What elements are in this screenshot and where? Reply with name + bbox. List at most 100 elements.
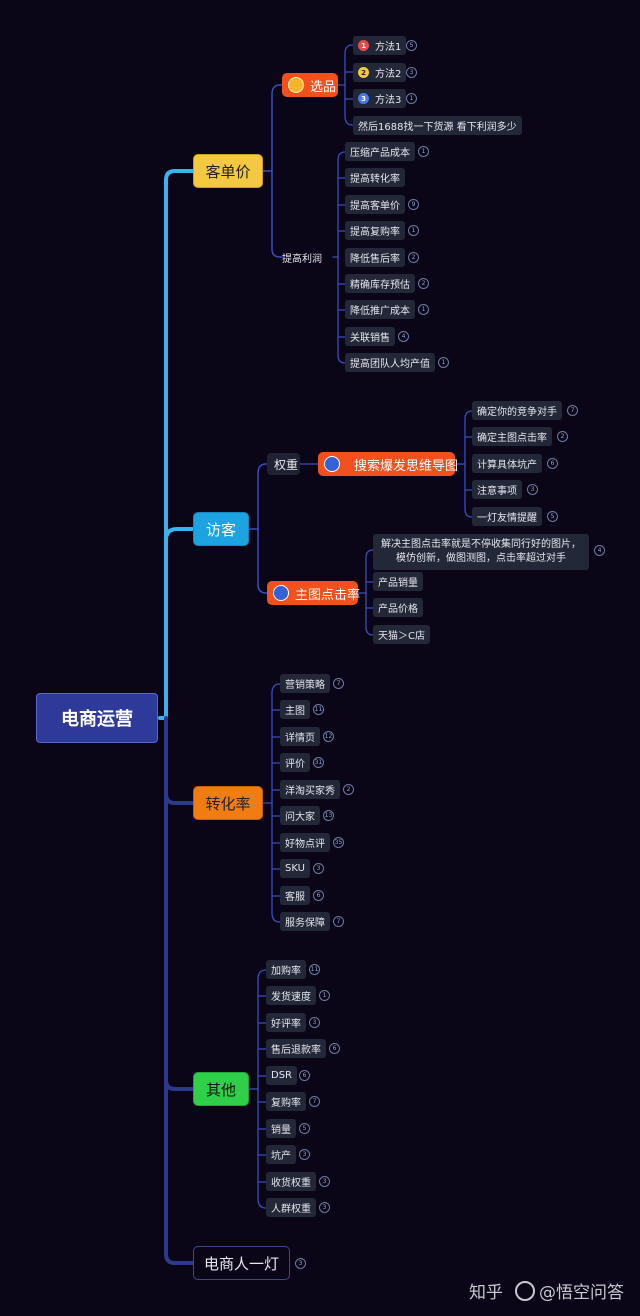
leaf-other-item[interactable]: 发货速度 — [266, 986, 316, 1005]
node-weight[interactable]: 权重 — [267, 453, 300, 475]
watermark: 知乎 @悟空问答 — [469, 1278, 624, 1303]
branch-author[interactable]: 电商人一灯 — [193, 1246, 290, 1280]
leaf-profit-item[interactable]: 降低售后率 — [345, 248, 405, 267]
leaf-other-item[interactable]: 坑产 — [266, 1145, 296, 1164]
expand-count-badge[interactable]: 1 — [319, 990, 330, 1001]
expand-count-badge[interactable]: 12 — [323, 731, 334, 742]
leaf-profit-item[interactable]: 降低推广成本 — [345, 300, 415, 319]
leaf-other-item[interactable]: 销量 — [266, 1119, 296, 1138]
leaf-conversion-item[interactable]: 问大家 — [280, 806, 320, 825]
leaf-ctr-item[interactable]: 产品价格 — [373, 598, 423, 617]
leaf-profit-item[interactable]: 压缩产品成本 — [345, 142, 415, 161]
leaf-mindmap-item[interactable]: 计算具体坑产 — [472, 454, 542, 473]
expand-count-badge[interactable]: 4 — [398, 331, 409, 342]
expand-count-badge[interactable]: 2 — [557, 431, 568, 442]
expand-count-badge[interactable]: 7 — [333, 916, 344, 927]
branch-other[interactable]: 其他 — [193, 1072, 249, 1106]
node-product-selection[interactable]: 选品 — [282, 73, 338, 97]
leaf-conversion-item[interactable]: 详情页 — [280, 727, 320, 746]
leaf-profit-item[interactable]: 提高复购率 — [345, 221, 405, 240]
expand-count-badge[interactable]: 1 — [408, 225, 419, 236]
leaf-conversion-item[interactable]: 营销策略 — [280, 674, 330, 693]
expand-count-badge[interactable]: 7 — [567, 405, 578, 416]
leaf-conversion-item[interactable]: 客服 — [280, 886, 310, 905]
leaf-other-item[interactable]: 加购率 — [266, 960, 306, 979]
expand-count-badge[interactable]: 9 — [408, 199, 419, 210]
branch-average-order-value[interactable]: 客单价 — [193, 154, 263, 188]
expand-count-badge[interactable]: 11 — [309, 964, 320, 975]
expand-count-badge[interactable]: 6 — [313, 890, 324, 901]
expand-count-badge[interactable]: 5 — [406, 40, 417, 51]
leaf-ctr-tip[interactable]: 解决主图点击率就是不停收集同行好的图片，模仿创新，做图测图，点击率超过对手 — [373, 534, 589, 570]
node-raise-profit[interactable]: 提高利润 — [282, 254, 322, 265]
leaf-sourcing-note[interactable]: 然后1688找一下货源 看下利润多少 — [353, 116, 522, 135]
leaf-method-1[interactable]: 1 方法1 — [353, 36, 407, 55]
expand-count-badge[interactable]: 3 — [299, 1149, 310, 1160]
leaf-other-item[interactable]: DSR — [266, 1066, 297, 1085]
trunk-connector-conversion — [164, 792, 195, 805]
expand-count-badge[interactable]: 3 — [406, 67, 417, 78]
expand-count-badge[interactable]: 6 — [329, 1043, 340, 1054]
leaf-profit-item[interactable]: 提高团队人均产值 — [345, 353, 435, 372]
leaf-mindmap-item[interactable]: 注意事项 — [472, 480, 522, 499]
watermark-site: 知乎 — [469, 1283, 503, 1303]
root-node[interactable]: 电商运营 — [36, 693, 158, 743]
expand-count-badge[interactable]: 3 — [319, 1202, 330, 1213]
leaf-conversion-item[interactable]: 评价 — [280, 753, 310, 772]
expand-count-badge[interactable]: 5 — [547, 511, 558, 522]
node-label: 搜索爆发思维导图 — [354, 458, 459, 474]
node-main-image-ctr[interactable]: 主图点击率 — [267, 581, 360, 605]
node-search-mindmap[interactable]: 搜索爆发思维导图 — [318, 452, 459, 476]
expand-count-badge[interactable]: 7 — [309, 1096, 320, 1107]
expand-count-badge[interactable]: 2 — [343, 784, 354, 795]
expand-count-badge[interactable]: 3 — [309, 1017, 320, 1028]
expand-count-badge[interactable]: 4 — [594, 545, 605, 556]
leaf-conversion-item[interactable]: 洋淘买家秀 — [280, 780, 340, 799]
leaf-other-item[interactable]: 复购率 — [266, 1092, 306, 1111]
leaf-ctr-item[interactable]: 产品销量 — [373, 572, 423, 591]
watermark-brand: @悟空问答 — [539, 1283, 624, 1303]
leaf-conversion-item[interactable]: 主图 — [280, 700, 310, 719]
leaf-conversion-item[interactable]: SKU — [280, 859, 310, 878]
expand-count-badge[interactable]: 3 — [295, 1258, 306, 1269]
leaf-mindmap-item[interactable]: 确定主图点击率 — [472, 427, 552, 446]
expand-count-badge[interactable]: 6 — [299, 1070, 310, 1081]
leaf-mindmap-item[interactable]: 一灯友情提醒 — [472, 507, 542, 526]
leaf-profit-item[interactable]: 关联销售 — [345, 327, 395, 346]
expand-count-badge[interactable]: 3 — [527, 484, 538, 495]
leaf-other-item[interactable]: 好评率 — [266, 1013, 306, 1032]
leaf-profit-item[interactable]: 提高客单价 — [345, 195, 405, 214]
expand-count-badge[interactable]: 3 — [313, 863, 324, 874]
branch-visitors[interactable]: 访客 — [193, 512, 249, 546]
node-label: 选品 — [310, 79, 337, 95]
expand-count-badge[interactable]: 7 — [333, 678, 344, 689]
leaf-method-3[interactable]: 3 方法3 — [353, 89, 407, 108]
leaf-other-item[interactable]: 售后退款率 — [266, 1039, 326, 1058]
leaf-method-2[interactable]: 2 方法2 — [353, 63, 407, 82]
expand-count-badge[interactable]: 1 — [418, 146, 429, 157]
expand-count-badge[interactable]: 6 — [547, 458, 558, 469]
expand-count-badge[interactable]: 2 — [418, 278, 429, 289]
expand-count-badge[interactable]: 1 — [438, 357, 449, 368]
expand-count-badge[interactable]: 11 — [313, 704, 324, 715]
expand-count-badge[interactable]: 35 — [333, 837, 344, 848]
leaf-conversion-item[interactable]: 服务保障 — [280, 912, 330, 931]
expand-count-badge[interactable]: 13 — [323, 810, 334, 821]
leaf-conversion-item[interactable]: 好物点评 — [280, 833, 330, 852]
trunk-connector-other — [164, 1078, 195, 1091]
leaf-other-item[interactable]: 收货权重 — [266, 1172, 316, 1191]
expand-count-badge[interactable]: 1 — [418, 304, 429, 315]
expand-count-badge[interactable]: 3 — [319, 1176, 330, 1187]
leaf-mindmap-item[interactable]: 确定你的竞争对手 — [472, 401, 562, 420]
expand-count-badge[interactable]: 5 — [299, 1123, 310, 1134]
branch-conversion-rate[interactable]: 转化率 — [193, 786, 263, 820]
leaf-profit-item[interactable]: 提高转化率 — [345, 168, 405, 187]
leaf-profit-item[interactable]: 精确库存预估 — [345, 274, 415, 293]
leaf-other-item[interactable]: 人群权重 — [266, 1198, 316, 1217]
number-2-icon: 2 — [358, 67, 369, 78]
leaf-ctr-item[interactable]: 天猫＞C店 — [373, 625, 430, 644]
expand-count-badge[interactable]: 2 — [408, 252, 419, 263]
expand-count-badge[interactable]: 31 — [313, 757, 324, 768]
expand-count-badge[interactable]: 1 — [406, 93, 417, 104]
